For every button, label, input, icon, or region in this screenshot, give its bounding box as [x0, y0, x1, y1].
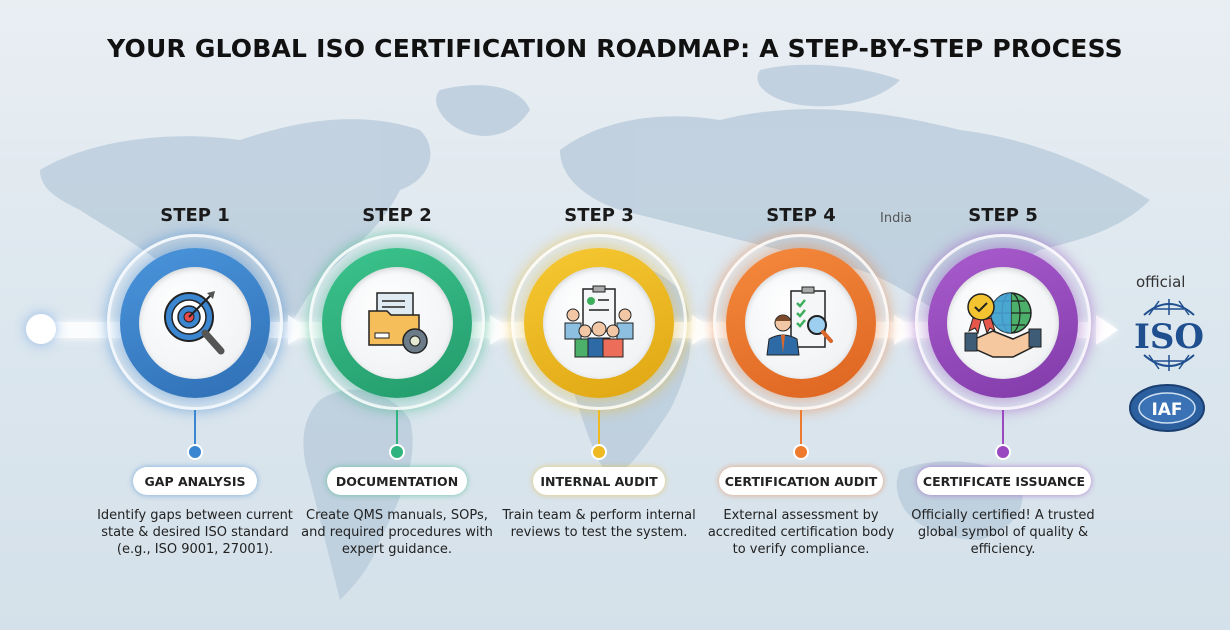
connector-line — [396, 410, 398, 444]
step-ring — [120, 248, 270, 398]
step-ring — [726, 248, 876, 398]
arrow-right-icon — [692, 315, 714, 345]
arrow-right-icon — [288, 315, 310, 345]
step-number: STEP 5 — [968, 205, 1038, 226]
target-magnifier-icon — [164, 291, 225, 355]
connector-line — [800, 410, 802, 444]
iaf-accreditation-logo-icon: IAF — [1129, 384, 1205, 432]
connector-dot — [995, 444, 1011, 460]
connector-dot — [389, 444, 405, 460]
step-number: STEP 3 — [564, 205, 634, 226]
step-description: Identify gaps between current state & de… — [97, 508, 293, 557]
step-ring — [322, 248, 472, 398]
official-label: official — [1136, 273, 1186, 291]
arrow-right-icon — [894, 315, 916, 345]
page-title: YOUR GLOBAL ISO CERTIFICATION ROADMAP: A… — [107, 34, 1123, 63]
step-icon-container — [341, 267, 453, 379]
step-icon-container — [543, 267, 655, 379]
step-number: STEP 4 — [766, 205, 836, 226]
step-halo — [309, 234, 485, 410]
step-ring — [928, 248, 1078, 398]
step-halo — [511, 234, 687, 410]
step-description: Create QMS manuals, SOPs, and required p… — [301, 508, 493, 557]
step-icon-container — [139, 267, 251, 379]
flow-start-dot — [26, 314, 56, 344]
arrow-right-icon — [1096, 315, 1118, 345]
arrow-right-icon — [490, 315, 512, 345]
team-clipboard-icon — [564, 285, 634, 358]
connector-line — [1002, 410, 1004, 444]
iaf-text: IAF — [1151, 400, 1182, 420]
iso-text: ISO — [1134, 317, 1204, 357]
step-title-pill: GAP ANALYSIS — [133, 467, 257, 495]
badge-globe-handshake-icon — [964, 292, 1042, 358]
step-icon-container — [947, 267, 1059, 379]
auditor-clipboard-icon — [766, 286, 833, 356]
step-icon-container — [745, 267, 857, 379]
connector-dot — [187, 444, 203, 460]
step-description: Train team & perform internal reviews to… — [502, 508, 696, 540]
step-ring — [524, 248, 674, 398]
step-title-pill: DOCUMENTATION — [327, 467, 467, 495]
connector-dot — [591, 444, 607, 460]
step-number: STEP 1 — [160, 205, 230, 226]
step-title-pill: INTERNAL AUDIT — [533, 467, 665, 495]
map-label-india: India — [880, 211, 912, 226]
step-description: Officially certified! A trusted global s… — [911, 508, 1095, 557]
step-halo — [713, 234, 889, 410]
connector-dot — [793, 444, 809, 460]
connector-line — [598, 410, 600, 444]
step-halo — [107, 234, 283, 410]
connector-line — [194, 410, 196, 444]
iso-logo-icon: ISO — [1134, 299, 1204, 371]
step-halo — [915, 234, 1091, 410]
step-number: STEP 2 — [362, 205, 432, 226]
step-title-pill: CERTIFICATE ISSUANCE — [917, 467, 1091, 495]
step-title-pill: CERTIFICATION AUDIT — [719, 467, 883, 495]
step-description: External assessment by accredited certif… — [707, 508, 895, 557]
folder-gear-icon — [368, 292, 428, 354]
